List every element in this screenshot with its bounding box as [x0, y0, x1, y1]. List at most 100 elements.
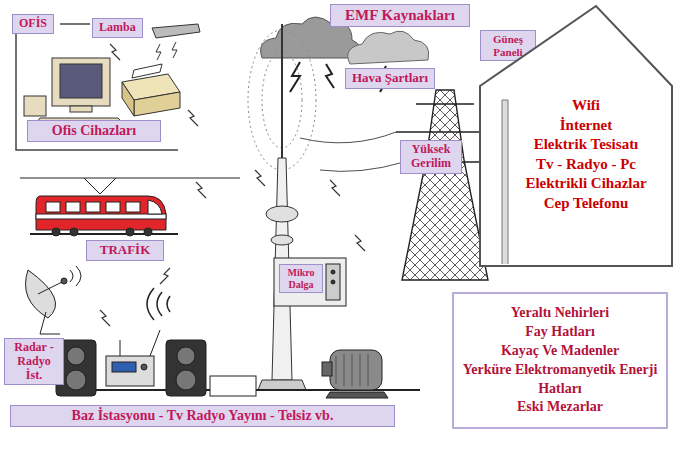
base-station — [106, 356, 154, 386]
node-label: OFİS — [19, 17, 47, 31]
node-label: Lamba — [99, 21, 136, 35]
base-station — [112, 362, 136, 372]
node-text: Kayaç Ve Madenler — [462, 342, 658, 361]
base-station — [141, 364, 147, 370]
section-tag: OFİS — [12, 14, 54, 34]
train-symbol — [144, 228, 152, 236]
satellite-dish — [70, 266, 81, 286]
node-label: Hava Şartları — [352, 71, 428, 86]
microwave-symbol — [274, 258, 346, 306]
base-station — [56, 330, 420, 396]
printer-symbol — [132, 64, 162, 78]
power-pylon — [402, 90, 488, 280]
motor-symbol — [322, 350, 388, 398]
node-label: Yüksek Gerilim — [407, 143, 455, 171]
broadcast-tower — [258, 380, 306, 390]
motor-symbol — [326, 392, 388, 398]
broadcast-tower — [248, 24, 316, 390]
lamp-symbol — [152, 24, 200, 60]
house-pipe — [502, 100, 508, 264]
train-symbol — [84, 178, 116, 194]
microwave-symbol — [331, 280, 335, 284]
printer-symbol — [134, 92, 180, 116]
base-station — [210, 376, 256, 396]
train-symbol — [46, 202, 60, 212]
train-symbol — [106, 202, 120, 212]
train-symbol — [36, 196, 166, 230]
satellite-dish — [38, 282, 62, 334]
motor-symbol — [336, 354, 368, 386]
computer-symbol — [52, 58, 110, 106]
storm-clouds — [290, 62, 300, 92]
motor-symbol — [322, 362, 332, 376]
node-label: Ofis Cihazları — [34, 123, 154, 139]
node-label: EMF Kaynakları — [337, 7, 463, 24]
device-tag: Mikro Dalga — [279, 264, 323, 293]
node-label: Mikro Dalga — [286, 267, 316, 290]
base-station — [176, 370, 196, 390]
office-frame — [60, 23, 90, 25]
broadcast-tower — [281, 24, 283, 158]
microwave-symbol — [274, 258, 346, 306]
node-label: Radar - Radyo İst. — [11, 341, 57, 382]
traffic-tag: TRAFİK — [86, 240, 164, 261]
node-text: Elektrikli Cihazlar — [504, 174, 668, 194]
broadcast-tower — [266, 206, 298, 222]
satellite-dish — [61, 278, 67, 284]
satellite-dish — [26, 266, 82, 334]
motor-symbol — [330, 350, 382, 390]
satellite-dish — [26, 270, 56, 318]
lamp-symbol — [152, 24, 200, 38]
emission-bolts — [355, 235, 365, 251]
microwave-symbol — [331, 270, 335, 274]
emission-bolts — [255, 170, 265, 186]
radio-waves — [147, 288, 170, 320]
computer-symbol — [60, 64, 102, 98]
emission-bolts — [100, 310, 110, 326]
earth-sources-box: Yeraltı NehirleriFay HatlarıKayaç Ve Mad… — [452, 292, 668, 429]
emission-bolts — [100, 44, 365, 326]
base-station — [67, 347, 85, 365]
node-label: Güneş Paneli — [487, 33, 529, 58]
computer-symbol — [70, 106, 92, 112]
storm-clouds — [348, 31, 429, 64]
train-symbol — [148, 200, 162, 214]
device-tag: Lamba — [92, 18, 143, 38]
computer-symbol — [24, 96, 46, 116]
base-station — [177, 347, 195, 365]
train-symbol — [126, 202, 140, 212]
lamp-symbol — [156, 42, 177, 60]
node-text: Wifi — [504, 96, 668, 116]
train-symbol — [126, 228, 134, 236]
device-tag: Ofis Cihazları — [27, 120, 161, 142]
storm-clouds — [326, 64, 334, 88]
emission-bolts — [110, 44, 120, 60]
emission-bolts — [160, 268, 170, 284]
node-text: Fay Hatları — [462, 323, 658, 342]
base-station — [66, 370, 86, 390]
train-symbol — [20, 178, 240, 236]
node-text: İnternet — [504, 116, 668, 136]
house-outline: WifiİnternetElektrik TesisatıTv - Radyo … — [478, 4, 674, 268]
title-tag: EMF Kaynakları — [330, 4, 470, 27]
node-text: Yeraltı Nehirleri — [462, 304, 658, 323]
station-tag: Radar - Radyo İst. — [4, 338, 64, 385]
house-body: WifiİnternetElektrik TesisatıTv - Radyo … — [478, 4, 674, 213]
broadcast-tower — [271, 235, 293, 245]
train-symbol — [36, 214, 166, 219]
base-station — [166, 340, 206, 396]
base-station-tag: Baz İstasyonu - Tv Radyo Yayını - Telsiz… — [10, 405, 395, 427]
microwave-symbol — [326, 264, 340, 300]
node-text: Tv - Radyo - Pc — [504, 155, 668, 175]
node-label: TRAFİK — [93, 243, 157, 258]
emission-bolts — [330, 180, 340, 196]
node-text: Yerküre Elektromanyetik Enerji Hatları — [462, 361, 658, 399]
radio-waves — [147, 288, 170, 320]
train-symbol — [70, 228, 78, 236]
computer-symbol — [24, 58, 126, 126]
train-symbol — [20, 178, 240, 179]
base-station — [120, 330, 160, 356]
printer-symbol — [122, 64, 180, 116]
node-text: Elektrik Tesisatı — [504, 135, 668, 155]
